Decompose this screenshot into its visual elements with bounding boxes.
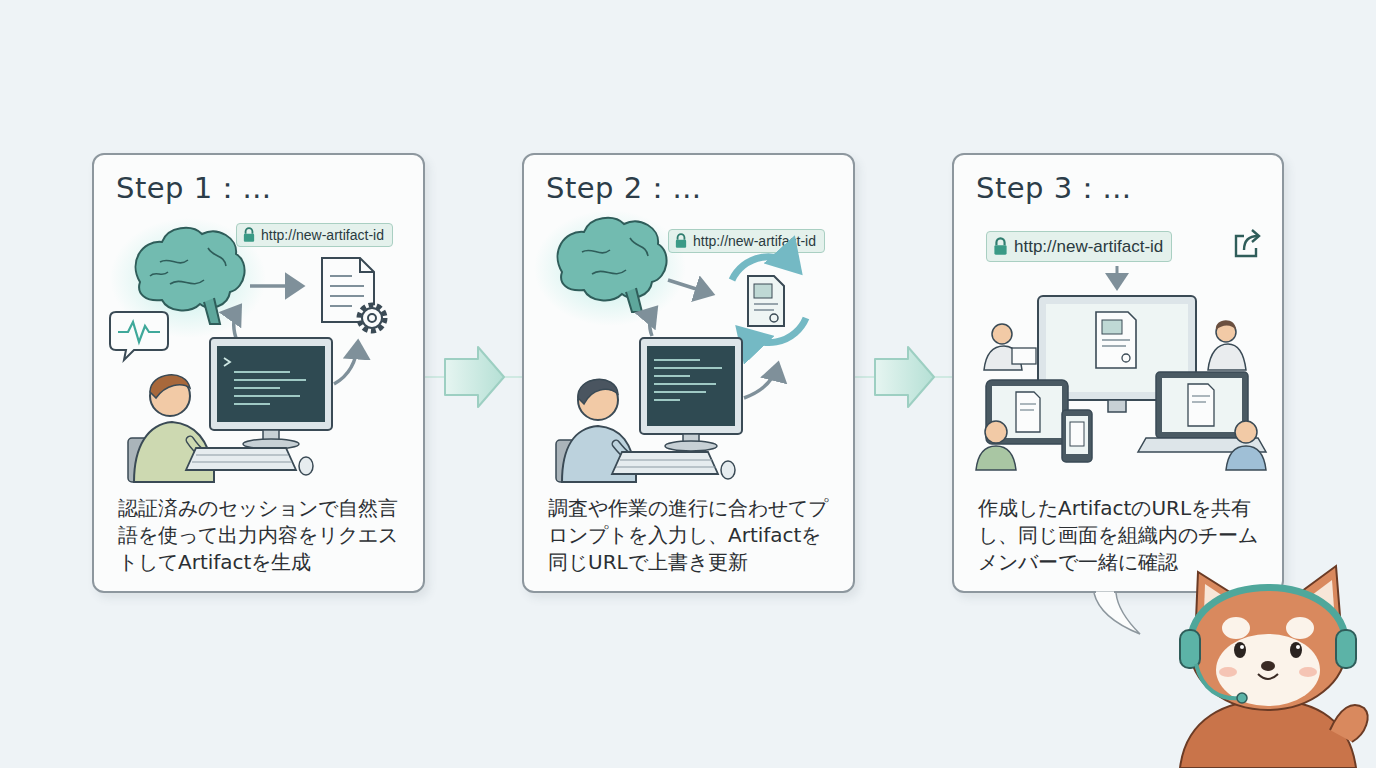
lock-icon <box>241 227 257 243</box>
lock-shackle <box>246 228 253 234</box>
red-panda-mascot-part <box>1296 645 1300 649</box>
step-title: Step 3：… <box>976 169 1132 209</box>
red-panda-mascot-part <box>1258 674 1278 679</box>
step-box: Step 1：… 認証済みのセッションで自然言語を使って出力内容をリクエストしてA… <box>92 153 425 593</box>
red-panda-mascot-part <box>1240 645 1244 649</box>
lock-shackle <box>996 238 1004 245</box>
red-panda-mascot-part <box>1286 617 1314 639</box>
red-panda-mascot-part <box>1308 580 1334 608</box>
red-panda-mascot-part <box>1299 667 1317 677</box>
step-title: Step 1：… <box>116 169 272 209</box>
step-title: Step 2：… <box>546 169 702 209</box>
block-arrow <box>875 347 934 407</box>
flow-link <box>855 376 952 378</box>
red-panda-mascot-part <box>1219 667 1237 677</box>
red-panda-mascot-part <box>1196 664 1240 698</box>
url-text: http://new-artifact-id <box>693 233 816 249</box>
url-pill: http://new-artifact-id <box>668 229 825 253</box>
lock-shackle <box>678 234 685 240</box>
step-box: Step 3：… 作成したArtifactのURLを共有し、同じ画面を組織内のチー… <box>952 153 1284 593</box>
url-text: http://new-artifact-id <box>1014 237 1163 257</box>
url-pill: http://new-artifact-id <box>236 223 393 247</box>
lock-icon <box>991 237 1010 256</box>
red-panda-mascot-part <box>1180 700 1356 768</box>
red-panda-mascot <box>1180 566 1368 768</box>
red-panda-mascot-part <box>1261 661 1275 671</box>
url-text: http://new-artifact-id <box>261 227 384 243</box>
lock-body <box>994 245 1006 255</box>
speech-tail <box>1094 593 1140 634</box>
step-box: Step 2：… 調査や作業の進行に合わせてプロンプトを入力し、Artifactを… <box>522 153 855 593</box>
speech-tail-part <box>1094 593 1140 634</box>
flow-arrow <box>425 347 522 407</box>
red-panda-mascot-part <box>1222 617 1250 639</box>
red-panda-mascot-part <box>1180 630 1200 668</box>
red-panda-mascot-part <box>1298 566 1340 616</box>
red-panda-mascot-part <box>1234 642 1246 658</box>
lock-body <box>244 234 254 242</box>
red-panda-mascot-part <box>1216 634 1320 706</box>
red-panda-mascot-part <box>1336 630 1356 668</box>
url-pill: http://new-artifact-id <box>986 231 1172 262</box>
step-description: 認証済みのセッションで自然言語を使って出力内容をリクエストしてArtifactを… <box>118 495 410 576</box>
red-panda-mascot-part <box>1330 705 1368 742</box>
red-panda-mascot-part <box>1190 586 1346 710</box>
step-description: 作成したArtifactのURLを共有し、同じ画面を組織内のチームメンバーで一緒… <box>978 495 1270 576</box>
lock-body <box>676 240 686 248</box>
flow-arrow <box>855 347 952 407</box>
red-panda-mascot-part <box>1290 642 1302 658</box>
lock-icon <box>673 233 689 249</box>
red-panda-mascot-part <box>1190 588 1346 647</box>
flow-link <box>425 376 522 378</box>
red-panda-mascot-part <box>1237 693 1247 703</box>
step-description: 調査や作業の進行に合わせてプロンプトを入力し、Artifactを同じURLで上書… <box>548 495 840 576</box>
block-arrow <box>445 347 504 407</box>
